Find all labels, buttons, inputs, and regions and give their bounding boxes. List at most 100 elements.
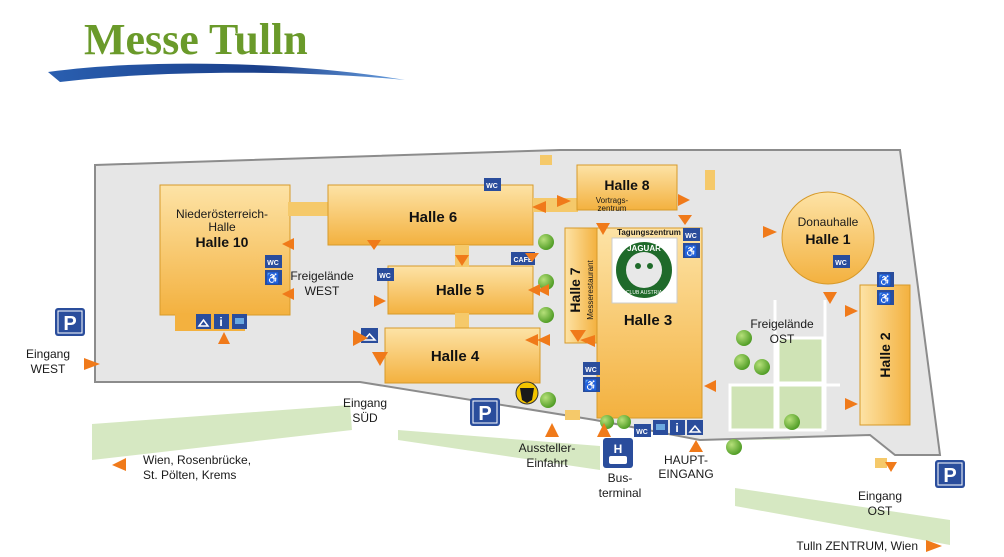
cloakroom-icon (196, 314, 211, 329)
wheelchair-icon: ♿ (583, 377, 600, 392)
wc-icon: WC (833, 255, 850, 268)
parking-sign-sued: P (470, 398, 500, 426)
busterminal-label-1: Bus- (608, 471, 633, 485)
halle-3-label: Halle 3 (624, 312, 672, 329)
halle-7[interactable]: Halle 7 Messerestaurant (564, 227, 598, 344)
parking-sign-west: P (55, 308, 85, 336)
jaguar-club-logo: JAGUAR CLUB AUSTRIA (611, 237, 678, 304)
wc-icon: WC (583, 362, 600, 375)
eingang-sued-label-1: Eingang (343, 396, 387, 410)
aussteller-einfahrt-label-1: Aussteller- (519, 441, 576, 455)
svg-text:P: P (478, 403, 491, 425)
small-building (565, 410, 580, 420)
svg-text:♿: ♿ (684, 245, 698, 258)
logo: Messe Tulln (48, 15, 405, 82)
svg-text:WC: WC (636, 429, 648, 436)
svg-text:♿: ♿ (878, 274, 892, 287)
svg-text:WC: WC (486, 183, 498, 190)
wien-rosenbruecke-label-2: St. Pölten, Krems (143, 468, 236, 482)
svg-text:♿: ♿ (584, 379, 598, 392)
wc-icon: WC (377, 268, 394, 281)
eingang-ost-label-2: OST (868, 504, 893, 518)
direction-arrows (84, 194, 942, 552)
tagungszentrum-label: Tagungszentrum (617, 228, 681, 237)
halle-4[interactable]: Halle 4 (384, 327, 541, 384)
freigelaende-west-label-1: Freigelände (290, 269, 354, 283)
freigelaende-west-label-2: WEST (305, 284, 340, 298)
svg-text:WC: WC (585, 367, 597, 374)
haupteingang-label-1: HAUPT- (664, 453, 708, 467)
svg-text:WC: WC (267, 260, 279, 267)
svg-text:i: i (219, 315, 222, 329)
wien-rosenbruecke-label-1: Wien, Rosenbrücke, (143, 453, 251, 467)
svg-text:H: H (614, 442, 623, 456)
halle-7-label: Halle 7 (567, 267, 583, 312)
freigelaende-ost-label-1: Freigelände (750, 317, 814, 331)
trees (538, 234, 800, 455)
cloakroom-icon (687, 420, 703, 435)
halle-5[interactable]: Halle 5 (387, 245, 534, 329)
halle-10[interactable]: Niederösterreich- Halle Halle 10 (159, 184, 291, 331)
freigelaende-ost-label-2: OST (770, 332, 795, 346)
svg-text:WC: WC (835, 260, 847, 267)
connector-10-6 (288, 202, 330, 216)
tulln-zentrum-label: Tulln ZENTRUM, Wien (796, 539, 918, 553)
halle-1[interactable]: Donauhalle Halle 1 (781, 191, 875, 285)
info-icon: i (214, 314, 229, 329)
halle-8-label: Halle 8 (604, 177, 649, 193)
halle-8[interactable]: Halle 8 Vortrags- zentrum (576, 164, 678, 213)
wc-icon: WC (484, 178, 501, 191)
halle-4-label: Halle 4 (431, 348, 480, 365)
bus-terminal-sign: H (603, 438, 633, 468)
wc-icon: WC (265, 255, 282, 268)
svg-text:i: i (675, 421, 678, 435)
small-building (875, 458, 887, 468)
atm-icon (653, 420, 668, 435)
wheelchair-icon: ♿ (877, 290, 894, 305)
small-building (705, 170, 715, 190)
parking-sign-ost: P (935, 460, 965, 488)
eingang-sued-label-2: SÜD (352, 411, 378, 425)
halle-1-label-1: Donauhalle (798, 215, 859, 229)
svg-text:WC: WC (685, 233, 697, 240)
busterminal-label-2: terminal (599, 486, 642, 500)
info-icon: i (670, 420, 685, 435)
haupteingang-label-2: EINGANG (658, 467, 713, 481)
halle-10-label-2: Halle (208, 220, 236, 234)
svg-text:♿: ♿ (266, 272, 280, 285)
aussteller-einfahrt-label-2: Einfahrt (526, 456, 568, 470)
vortrag-label-2: zentrum (598, 204, 627, 213)
logo-text: Messe Tulln (84, 15, 308, 64)
coat-of-arms-icon (515, 381, 539, 405)
halle-2[interactable]: Halle 2 (859, 284, 911, 426)
halle-10-name: Halle 10 (196, 234, 249, 250)
jaguar-bottom-text: CLUB AUSTRIA (626, 290, 663, 296)
svg-text:CAFE: CAFE (513, 257, 532, 264)
eingang-west-label-2: WEST (31, 362, 66, 376)
wc-icon: WC (634, 424, 651, 437)
halle-6[interactable]: Halle 6 (327, 184, 534, 246)
jaguar-top-text: JAGUAR (627, 244, 661, 253)
eingang-ost-label-1: Eingang (858, 489, 902, 503)
logo-wave (48, 63, 405, 82)
wheelchair-icon: ♿ (683, 243, 700, 258)
halle-5-label: Halle 5 (436, 282, 484, 299)
halle-6-label: Halle 6 (409, 209, 457, 226)
cloakroom-icon (361, 328, 378, 343)
svg-text:WC: WC (379, 273, 391, 280)
atm-icon (232, 314, 247, 329)
halle-1-name: Halle 1 (805, 231, 850, 247)
wheelchair-icon: ♿ (877, 272, 894, 287)
svg-text:♿: ♿ (878, 292, 892, 305)
halle-10-label-1: Niederösterreich- (176, 207, 268, 221)
svg-text:P: P (943, 465, 956, 487)
small-building (540, 155, 552, 165)
eingang-west-label-1: Eingang (26, 347, 70, 361)
wheelchair-icon: ♿ (265, 270, 282, 285)
messerestaurant-label: Messerestaurant (586, 259, 595, 319)
svg-text:P: P (63, 313, 76, 335)
vortrag-label-1: Vortrags- (596, 196, 629, 205)
wc-icon: WC (683, 228, 700, 241)
halle-2-label: Halle 2 (877, 332, 893, 377)
